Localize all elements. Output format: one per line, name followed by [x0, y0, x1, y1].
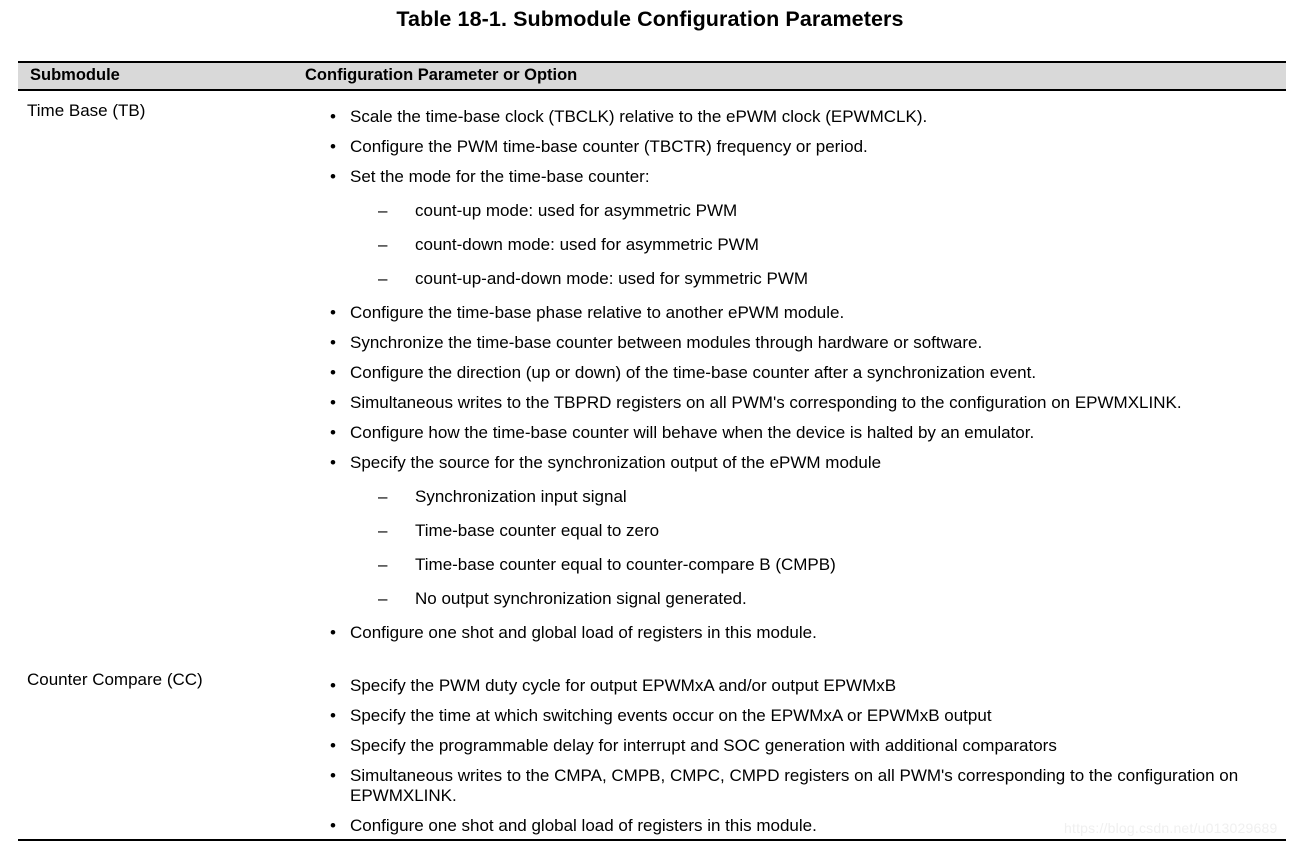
dash-bullet-icon: –: [378, 589, 388, 608]
bullet-text: count-down mode: used for asymmetric PWM: [415, 235, 759, 254]
round-bullet-icon: •: [330, 706, 336, 725]
dash-bullet-icon: –: [378, 487, 388, 506]
bullet-text: Specify the programmable delay for inter…: [350, 736, 1057, 755]
bullet-text: No output synchronization signal generat…: [415, 589, 747, 608]
bullet-text: Simultaneous writes to the TBPRD registe…: [350, 393, 1182, 412]
bullet-text: Configure the time-base phase relative t…: [350, 303, 845, 322]
round-bullet-icon: •: [330, 766, 336, 785]
table-top-rule: [18, 61, 1286, 63]
round-bullet-icon: •: [330, 137, 336, 156]
dash-bullet-icon: –: [378, 235, 388, 254]
bullet-text: Synchronize the time-base counter betwee…: [350, 333, 983, 352]
bullet-text: Configure the PWM time-base counter (TBC…: [350, 137, 868, 156]
round-bullet-icon: •: [330, 736, 336, 755]
round-bullet-icon: •: [330, 333, 336, 352]
round-bullet-icon: •: [330, 393, 336, 412]
bullet-text: Time-base counter equal to counter-compa…: [415, 555, 836, 574]
round-bullet-icon: •: [330, 363, 336, 382]
row-label-time-base: Time Base (TB): [27, 101, 146, 120]
dash-bullet-icon: –: [378, 201, 388, 220]
bullet-text: Time-base counter equal to zero: [415, 521, 660, 540]
bullet-text: Set the mode for the time-base counter:: [350, 167, 650, 186]
column-header-submodule: Submodule: [30, 66, 120, 84]
dash-bullet-icon: –: [378, 555, 388, 574]
bullet-text: Configure the direction (up or down) of …: [350, 363, 1037, 382]
bullet-text: Configure one shot and global load of re…: [350, 816, 817, 835]
round-bullet-icon: •: [330, 453, 336, 472]
bullet-text: count-up mode: used for asymmetric PWM: [415, 201, 738, 220]
watermark: https://blog.csdn.net/u013029689: [1064, 820, 1278, 836]
row-label-counter-compare: Counter Compare (CC): [27, 670, 203, 689]
bullet-text: count-up-and-down mode: used for symmetr…: [415, 269, 809, 288]
table-bottom-rule: [18, 839, 1286, 841]
table-header-band: [18, 63, 1286, 89]
bullet-text: Specify the source for the synchronizati…: [350, 453, 882, 472]
bullet-text: Configure how the time-base counter will…: [350, 423, 1035, 442]
column-header-configuration-parameter: Configuration Parameter or Option: [305, 66, 578, 84]
bullet-text: Specify the PWM duty cycle for output EP…: [350, 676, 897, 695]
round-bullet-icon: •: [330, 623, 336, 642]
dash-bullet-icon: –: [378, 521, 388, 540]
bullet-text: Scale the time-base clock (TBCLK) relati…: [350, 107, 928, 126]
page-title: Table 18-1. Submodule Configuration Para…: [396, 7, 904, 31]
bullet-text: Configure one shot and global load of re…: [350, 623, 817, 642]
round-bullet-icon: •: [330, 167, 336, 186]
round-bullet-icon: •: [330, 676, 336, 695]
bullet-text: Specify the time at which switching even…: [350, 706, 992, 725]
round-bullet-icon: •: [330, 107, 336, 126]
bullet-text: Synchronization input signal: [415, 487, 627, 506]
table-header-bottom-rule: [18, 89, 1286, 91]
round-bullet-icon: •: [330, 816, 336, 835]
bullet-text: Simultaneous writes to the CMPA, CMPB, C…: [350, 766, 1239, 805]
round-bullet-icon: •: [330, 303, 336, 322]
dash-bullet-icon: –: [378, 269, 388, 288]
round-bullet-icon: •: [330, 423, 336, 442]
